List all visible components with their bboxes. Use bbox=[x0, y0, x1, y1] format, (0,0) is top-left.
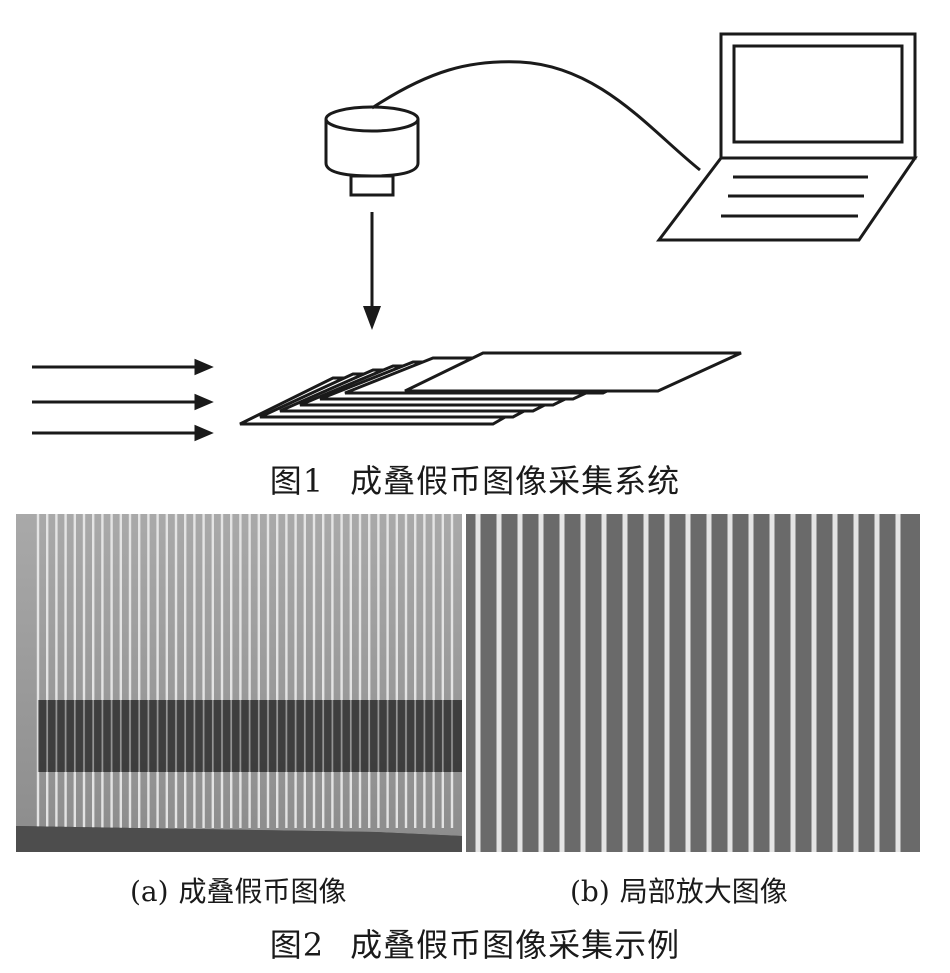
figure2-number: 图2 bbox=[269, 926, 325, 964]
subfigure-b-tag: (b) bbox=[570, 875, 610, 908]
acquisition-system-diagram bbox=[32, 32, 918, 442]
subfigure-a-label: (a) 成叠假币图像 bbox=[130, 870, 347, 910]
zoomed-detail-photo bbox=[466, 514, 920, 852]
subfigure-a-text: 成叠假币图像 bbox=[178, 875, 347, 908]
figure1-caption: 图1 成叠假币图像采集系统 bbox=[0, 456, 950, 502]
note-edge-lines-over-band bbox=[37, 700, 453, 772]
camera-icon bbox=[324, 105, 420, 197]
zoomed-edge-lines bbox=[475, 514, 901, 852]
stacked-notes-photo bbox=[16, 514, 462, 852]
note-stack bbox=[239, 351, 742, 426]
laptop-icon bbox=[655, 32, 918, 242]
zoom-background bbox=[466, 514, 920, 852]
figure1-number: 图1 bbox=[269, 462, 325, 500]
subfigure-b-text: 局部放大图像 bbox=[619, 875, 788, 908]
figure2-title: 成叠假币图像采集示例 bbox=[350, 926, 681, 964]
light-arrows bbox=[32, 358, 214, 442]
note-edge-lines bbox=[36, 514, 454, 828]
camera-view-arrow bbox=[363, 212, 381, 330]
figure2-caption: 图2 成叠假币图像采集示例 bbox=[0, 920, 950, 966]
subfigure-b-label: (b) 局部放大图像 bbox=[570, 870, 788, 910]
subfigure-a-tag: (a) bbox=[130, 875, 169, 908]
photo-background bbox=[16, 826, 462, 852]
figure1-title: 成叠假币图像采集系统 bbox=[350, 462, 681, 500]
camera-cable bbox=[371, 60, 701, 172]
